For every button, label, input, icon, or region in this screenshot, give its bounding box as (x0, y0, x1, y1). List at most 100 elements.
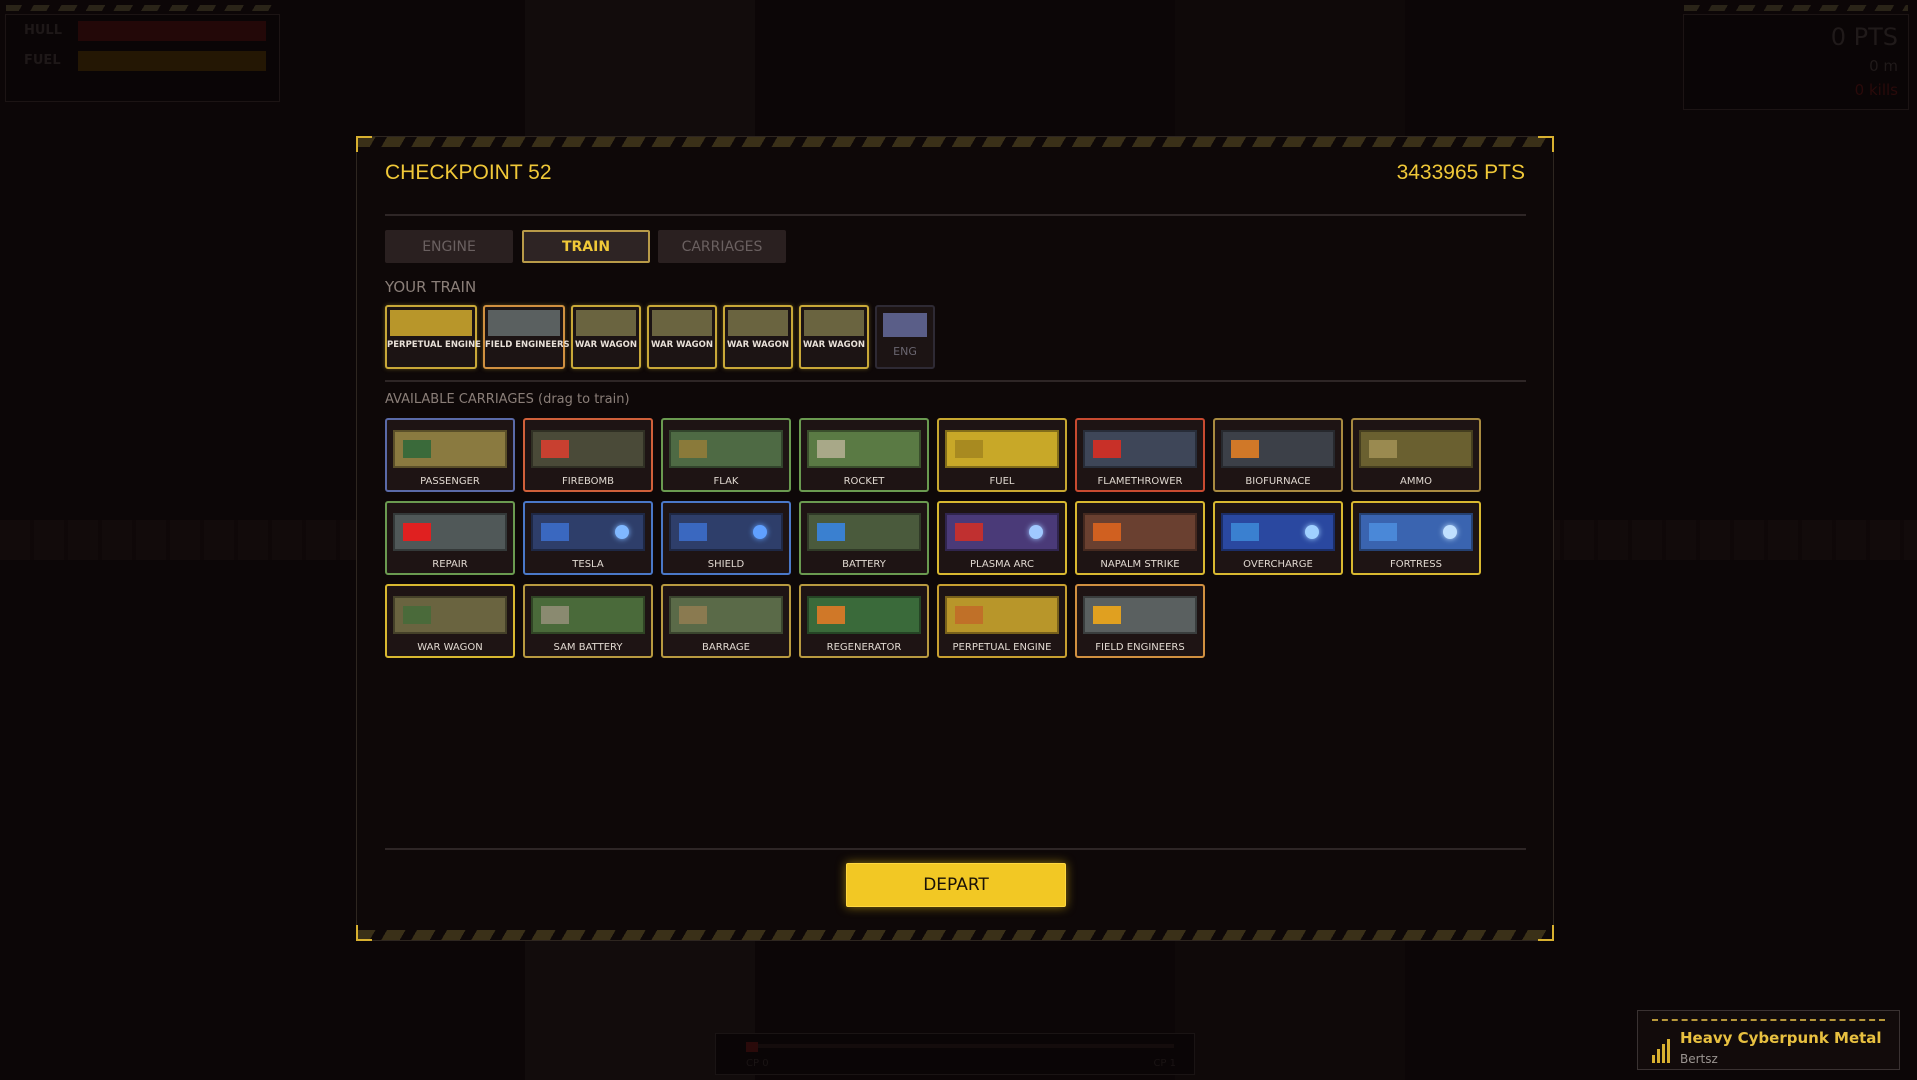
carriage-thumbnail (669, 430, 783, 468)
train-slot[interactable]: WAR WAGON (799, 305, 869, 369)
carriage-card[interactable]: WAR WAGON (385, 584, 515, 658)
carriage-card[interactable]: BIOFURNACE (1213, 418, 1343, 492)
hud-status-panel: HULL FUEL (5, 5, 280, 102)
carriage-thumbnail (807, 596, 921, 634)
train-slot-label: FIELD ENGINEERS (485, 340, 570, 350)
carriage-label: WAR WAGON (417, 642, 483, 653)
carriage-card[interactable]: FLAK (661, 418, 791, 492)
train-slot-label: WAR WAGON (803, 340, 865, 350)
carriage-label: FORTRESS (1390, 559, 1442, 570)
train-slot[interactable]: WAR WAGON (571, 305, 641, 369)
checkpoint-title: CHECKPOINT 52 (385, 161, 552, 184)
carriage-thumbnail (652, 310, 712, 336)
carriage-label: SAM BATTERY (553, 642, 623, 653)
carriage-thumbnail (1083, 596, 1197, 634)
carriage-card[interactable]: PLASMA ARC (937, 501, 1067, 575)
carriage-thumbnail (728, 310, 788, 336)
carriage-thumbnail (1221, 513, 1335, 551)
carriage-thumbnail (1359, 513, 1473, 551)
carriage-card[interactable]: BARRAGE (661, 584, 791, 658)
route-progress: CP 0 CP 1 (715, 1033, 1195, 1075)
carriage-card[interactable]: FORTRESS (1351, 501, 1481, 575)
carriage-thumbnail (807, 430, 921, 468)
hull-label: HULL (24, 23, 63, 38)
carriage-thumbnail (669, 513, 783, 551)
carriage-thumbnail (488, 310, 560, 336)
carriage-label: FLAMETHROWER (1097, 476, 1183, 487)
tab-engine[interactable]: ENGINE (385, 230, 513, 263)
carriage-label: REGENERATOR (826, 642, 902, 653)
carriage-card[interactable]: SHIELD (661, 501, 791, 575)
depart-button[interactable]: DEPART (846, 863, 1066, 907)
song-artist: Bertsz (1680, 1052, 1718, 1066)
carriage-label: FLAK (713, 476, 739, 487)
now-playing-widget: Heavy Cyberpunk Metal Bertsz (1637, 1010, 1900, 1070)
engine-placeholder (883, 313, 927, 337)
equalizer-icon (1652, 1039, 1670, 1063)
train-slot[interactable]: WAR WAGON (647, 305, 717, 369)
carriage-card[interactable]: SAM BATTERY (523, 584, 653, 658)
fuel-bar (78, 51, 266, 71)
carriage-thumbnail (1221, 430, 1335, 468)
carriage-thumbnail (393, 430, 507, 468)
engine-slot-label: ENG (893, 345, 917, 358)
train-slot[interactable]: WAR WAGON (723, 305, 793, 369)
total-points: 3433965 PTS (1396, 161, 1525, 184)
hazard-stripes (357, 137, 1553, 147)
carriage-label: NAPALM STRIKE (1100, 559, 1180, 570)
song-title: Heavy Cyberpunk Metal (1680, 1029, 1882, 1047)
carriage-label: BATTERY (842, 559, 886, 570)
carriage-card[interactable]: OVERCHARGE (1213, 501, 1343, 575)
carriage-card[interactable]: REPAIR (385, 501, 515, 575)
train-slot-label: WAR WAGON (575, 340, 637, 350)
carriage-thumbnail (1083, 513, 1197, 551)
train-slot[interactable]: PERPETUAL ENGINE (385, 305, 481, 369)
hull-bar (78, 21, 266, 41)
carriage-thumbnail (531, 430, 645, 468)
carriage-label: PERPETUAL ENGINE (952, 642, 1052, 653)
train-marker-icon (746, 1042, 758, 1052)
carriage-card[interactable]: FLAMETHROWER (1075, 418, 1205, 492)
fuel-label: FUEL (24, 53, 61, 68)
carriage-card[interactable]: NAPALM STRIKE (1075, 501, 1205, 575)
end-checkpoint-label: CP 1 (1153, 1058, 1176, 1069)
carriage-label: BIOFURNACE (1245, 476, 1311, 487)
hud-score-panel: 0 PTS 0 m 0 kills (1683, 5, 1909, 110)
carriage-thumbnail (945, 596, 1059, 634)
start-checkpoint-label: CP 0 (746, 1058, 769, 1069)
carriage-card[interactable]: FIREBOMB (523, 418, 653, 492)
train-slot-label: WAR WAGON (651, 340, 713, 350)
engine-slot[interactable]: ENG (875, 305, 935, 369)
carriage-thumbnail (393, 596, 507, 634)
carriage-card[interactable]: REGENERATOR (799, 584, 929, 658)
carriage-card[interactable]: PERPETUAL ENGINE (937, 584, 1067, 658)
carriage-thumbnail (1083, 430, 1197, 468)
carriage-thumbnail (945, 513, 1059, 551)
divider (385, 848, 1526, 850)
carriage-label: ROCKET (843, 476, 885, 487)
carriage-label: FIREBOMB (561, 476, 614, 487)
hud-kills: 0 kills (1854, 81, 1898, 99)
carriage-card[interactable]: TESLA (523, 501, 653, 575)
carriage-label: AMMO (1400, 476, 1432, 487)
train-slot[interactable]: FIELD ENGINEERS (483, 305, 570, 369)
tab-train[interactable]: TRAIN (522, 230, 650, 263)
hud-points: 0 PTS (1830, 23, 1898, 51)
carriage-card[interactable]: PASSENGER (385, 418, 515, 492)
carriage-card[interactable]: ROCKET (799, 418, 929, 492)
train-slot-label: PERPETUAL ENGINE (387, 340, 481, 350)
carriage-card[interactable]: FUEL (937, 418, 1067, 492)
carriage-card[interactable]: AMMO (1351, 418, 1481, 492)
carriage-thumbnail (393, 513, 507, 551)
carriage-label: TESLA (572, 559, 604, 570)
carriage-card[interactable]: FIELD ENGINEERS (1075, 584, 1205, 658)
carriage-card[interactable]: BATTERY (799, 501, 929, 575)
carriage-label: FUEL (989, 476, 1015, 487)
carriage-label: PLASMA ARC (970, 559, 1034, 570)
your-train-label: YOUR TRAIN (385, 278, 477, 296)
available-carriages-label: AVAILABLE CARRIAGES (drag to train) (385, 392, 630, 407)
tab-carriages[interactable]: CARRIAGES (658, 230, 786, 263)
carriage-thumbnail (1359, 430, 1473, 468)
carriage-label: REPAIR (432, 559, 468, 570)
carriage-label: OVERCHARGE (1243, 559, 1313, 570)
